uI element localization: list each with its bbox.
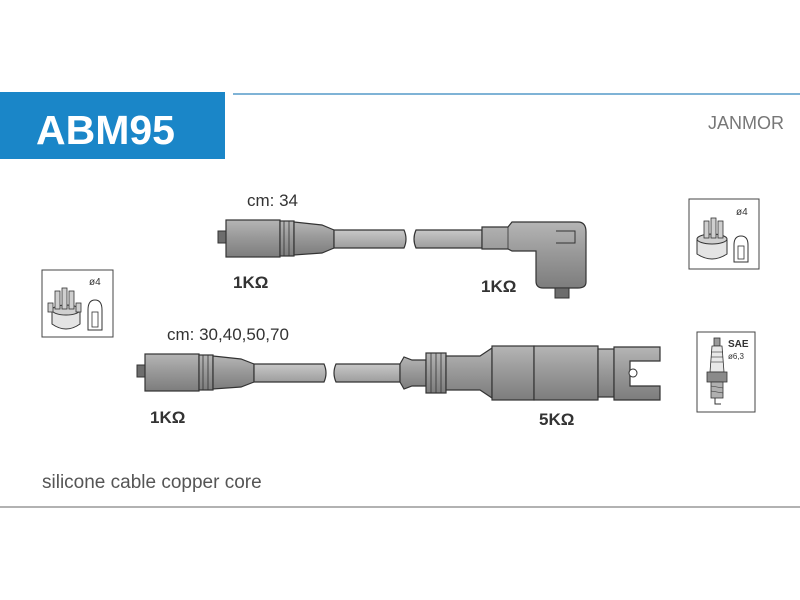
footer: silicone cable copper core <box>0 472 800 508</box>
straight-boot-neck <box>399 356 427 390</box>
boot-left <box>225 219 281 258</box>
cable-bottom: cm: 30,40,50,70 1KΩ 5KΩ <box>136 325 661 429</box>
cable-top-right-resistance: 1KΩ <box>481 277 516 296</box>
distributor-right-size: ø4 <box>736 207 748 218</box>
cable-top-length: cm: 34 <box>247 191 298 210</box>
cable-bottom-length: cm: 30,40,50,70 <box>167 325 289 344</box>
cable-top-left-resistance: 1KΩ <box>233 273 268 292</box>
cable-segment <box>333 229 407 249</box>
angled-boot-tip <box>554 287 570 299</box>
spark-plug-size: ø6,3 <box>728 352 745 361</box>
part-number: ABM95 <box>36 107 175 153</box>
cable-bottom-left-resistance: 1KΩ <box>150 408 185 427</box>
terminal-hole <box>628 368 638 378</box>
cable-segment <box>253 363 327 383</box>
boot-taper <box>212 355 255 390</box>
distributor-cap-icon: ø4 <box>41 269 114 338</box>
cable-description: silicone cable copper core <box>42 472 262 493</box>
boot-ring <box>198 354 214 391</box>
brand-name: JANMOR <box>708 113 784 133</box>
straight-boot-collar <box>597 348 615 398</box>
boot-ring <box>279 220 295 257</box>
straight-boot-shoulder <box>445 346 493 400</box>
straight-boot-terminal <box>613 346 661 401</box>
boot-taper <box>293 221 335 256</box>
distributor-left-size: ø4 <box>89 277 101 288</box>
cable-segment <box>413 229 483 249</box>
straight-boot-body <box>491 345 535 401</box>
straight-boot-barrel <box>533 345 599 401</box>
cable-top: cm: 34 1KΩ 1KΩ <box>217 191 587 299</box>
header: ABM95 JANMOR <box>0 92 800 159</box>
boot-left <box>144 353 200 392</box>
distributor-cap-icon: ø4 <box>688 198 760 270</box>
spark-plug-icon: SAE ø6,3 <box>696 331 756 413</box>
spark-plug-standard: SAE <box>728 339 749 350</box>
cable-segment <box>333 363 401 383</box>
part-number-badge <box>0 92 225 159</box>
cable-bottom-right-resistance: 5KΩ <box>539 410 574 429</box>
